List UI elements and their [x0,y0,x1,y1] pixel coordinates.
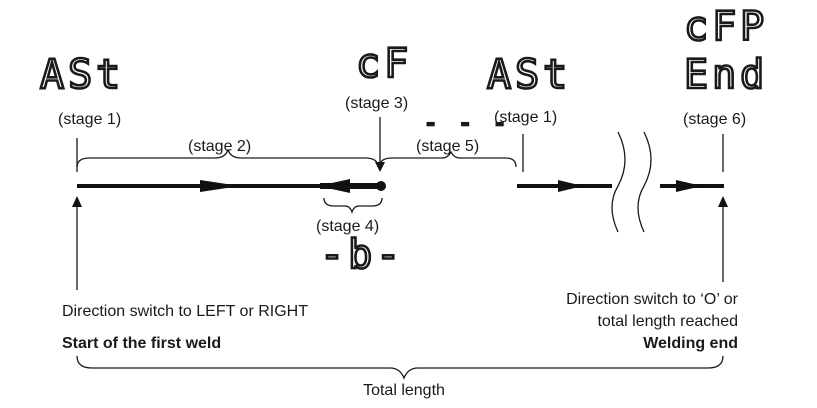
start-arrow-head [72,196,82,207]
end-direction-note-1: Direction switch to ‘O’ or [566,291,739,308]
stage2-label: (stage 2) [188,138,251,155]
stage2-brace [76,148,379,168]
display-b: -b- [320,232,404,278]
start-direction-note: Direction switch to LEFT or RIGHT [62,303,308,320]
end-direction-note-2: total length reached [597,313,738,330]
start-first-weld-label: Start of the first weld [62,335,221,352]
stage1-right-label: (stage 1) [494,109,557,126]
stage5-label: (stage 5) [416,138,479,155]
break-mark-left [611,131,626,233]
display-end: End [684,52,768,98]
welding-end-label: Welding end [643,335,738,352]
forward-arrow-3 [676,180,702,192]
display-cf: cF [356,41,412,87]
forward-arrow-2 [558,180,583,192]
stop-point [376,181,386,191]
total-length-label: Total length [363,382,445,399]
stage5-brace [379,150,517,168]
end-arrow-head [718,196,728,207]
stage4-label: (stage 4) [316,218,379,235]
display-dashes: - - - [424,111,510,136]
stage6-label: (stage 6) [683,111,746,128]
display-cfp: cFP [684,4,768,50]
stage3-label: (stage 3) [345,95,408,112]
stage4-brace [323,197,383,215]
display-ast-left: ASt [40,52,124,98]
backward-arrow [318,179,350,193]
stage1-left-label: (stage 1) [58,111,121,128]
break-mark-right [637,131,652,233]
forward-arrow-1 [200,180,240,192]
display-ast-right: ASt [487,52,571,98]
total-length-brace [76,355,724,380]
